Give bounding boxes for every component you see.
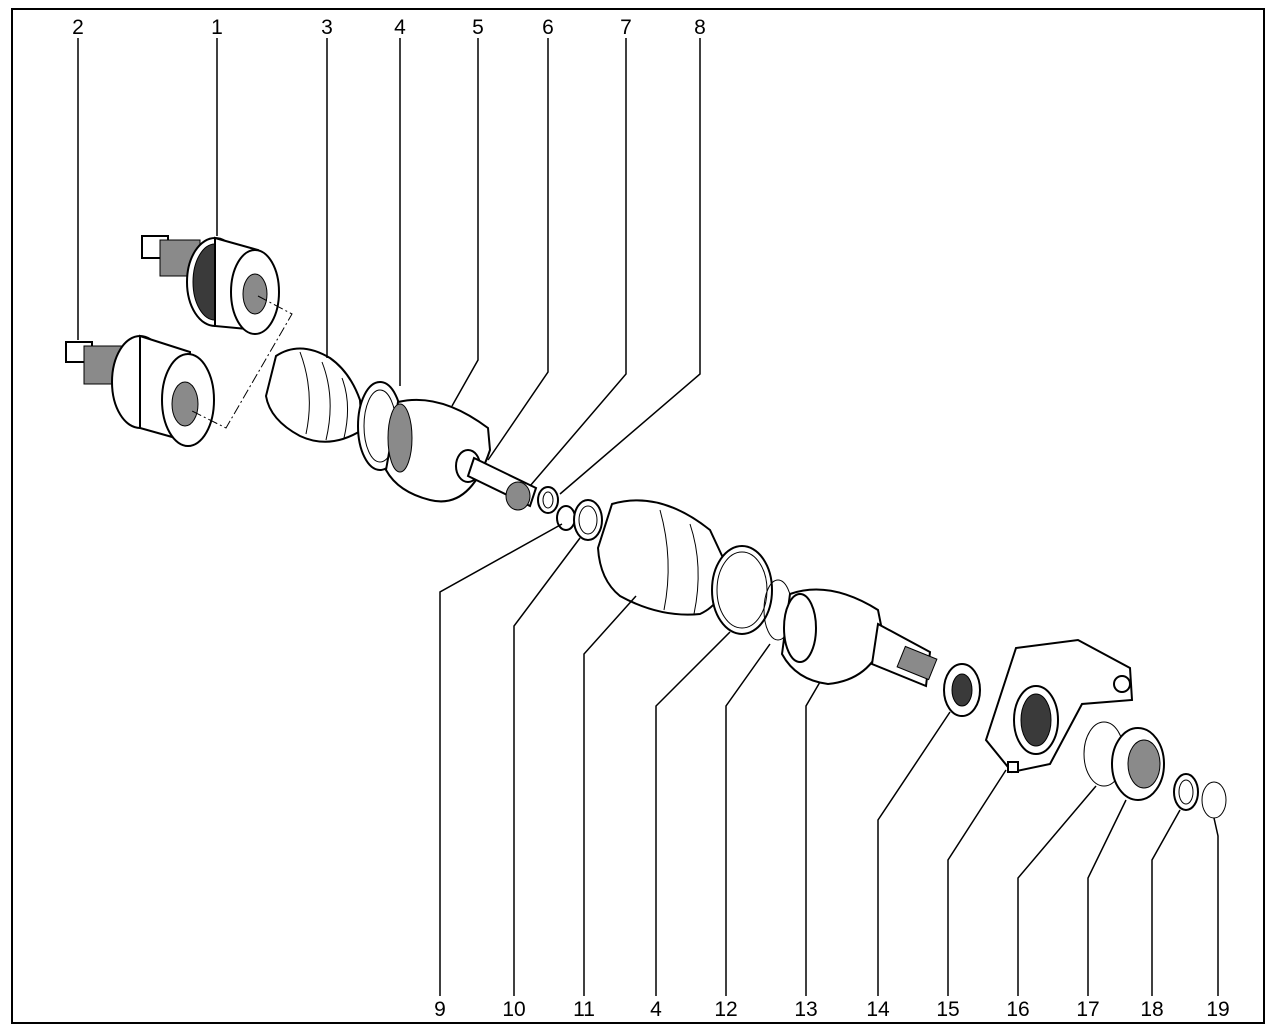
callout-8: 8 — [694, 16, 706, 39]
callout-4-top: 4 — [394, 16, 406, 39]
part-6-7-8-shaft — [455, 449, 559, 514]
part-1-outer-cv-joint — [141, 235, 280, 335]
callout-17: 17 — [1076, 998, 1099, 1021]
callout-1: 1 — [211, 16, 223, 39]
callout-19: 19 — [1206, 998, 1229, 1021]
diagram-frame — [11, 8, 1265, 1024]
leader-lines-top — [77, 38, 701, 495]
part-3-outer-boot — [264, 347, 364, 443]
callout-11: 11 — [573, 998, 595, 1021]
part-18-washer — [1173, 773, 1199, 811]
callout-18: 18 — [1140, 998, 1163, 1021]
callout-6: 6 — [542, 16, 554, 39]
part-19-circlip — [1201, 781, 1227, 819]
callout-14: 14 — [866, 998, 890, 1021]
callout-15: 15 — [936, 998, 959, 1021]
leader-lines-bottom — [439, 523, 1219, 996]
part-13-inner-joint — [780, 588, 938, 688]
callout-5: 5 — [472, 16, 484, 39]
part-15-bearing-bracket — [984, 638, 1134, 774]
callout-7: 7 — [620, 16, 632, 39]
part-5-inner-housing — [384, 398, 492, 503]
part-14-seal — [943, 663, 981, 717]
callout-2: 2 — [72, 16, 84, 39]
callout-9: 9 — [434, 998, 446, 1021]
part-17-bearing — [1111, 727, 1165, 801]
callout-4-bottom: 4 — [650, 998, 662, 1021]
callout-12: 12 — [714, 998, 737, 1021]
callout-13: 13 — [794, 998, 817, 1021]
part-9-10-rings — [556, 499, 603, 541]
callout-10: 10 — [502, 998, 525, 1021]
callouts-top: 2 1 3 4 5 6 7 8 — [72, 16, 706, 39]
callout-16: 16 — [1006, 998, 1029, 1021]
part-4-clamp-lower — [711, 545, 773, 635]
callout-3: 3 — [321, 16, 333, 39]
callouts-bottom: 9 10 11 4 12 13 14 15 16 17 18 19 — [434, 998, 1230, 1021]
part-11-inner-boot — [596, 499, 726, 616]
part-2-outer-cv-joint — [65, 334, 215, 447]
alignment-line — [189, 295, 293, 429]
